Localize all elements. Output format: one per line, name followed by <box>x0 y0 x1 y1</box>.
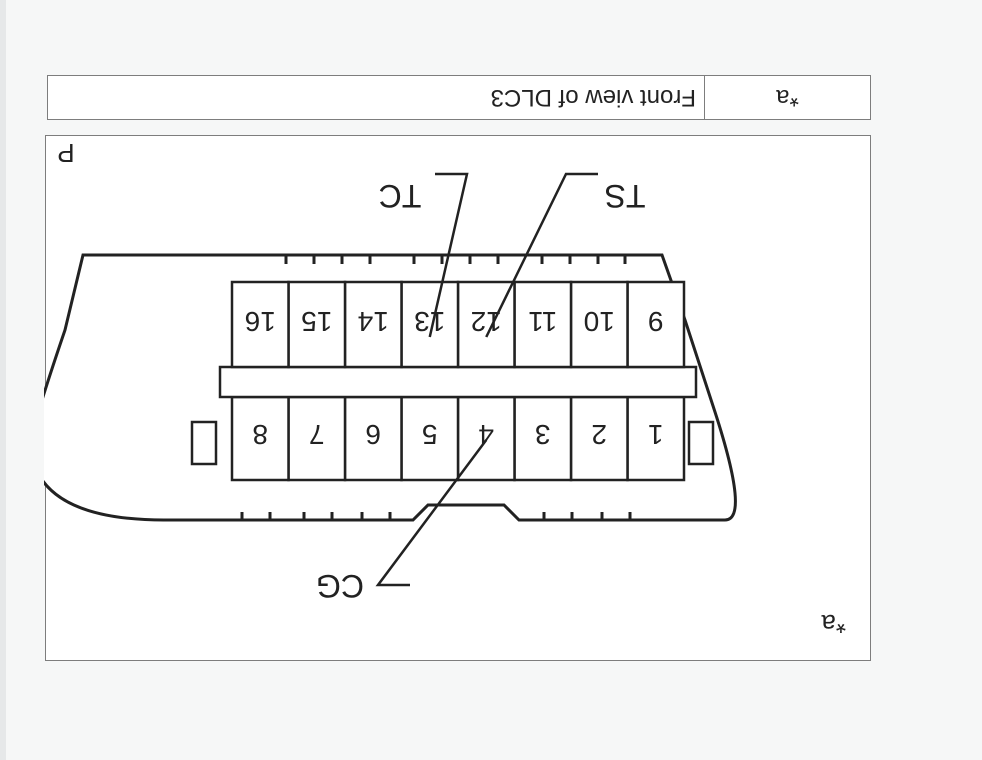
pin-number-14: 14 <box>358 306 389 337</box>
pin-cell-2 <box>569 395 629 482</box>
pin-number-8: 8 <box>252 419 268 450</box>
terminal-label-tc: TC <box>379 178 422 214</box>
pin-cell-8 <box>230 395 290 482</box>
connector-notches-top <box>240 512 632 520</box>
terminal-tc: TC <box>379 172 469 338</box>
pin-cell-1 <box>626 395 686 482</box>
pin-number-16: 16 <box>245 306 276 337</box>
leader-line-tc <box>428 172 469 338</box>
callout-marker: *a <box>821 609 846 639</box>
right-latch <box>190 420 218 466</box>
pin-cell-16 <box>230 280 290 369</box>
pin-number-7: 7 <box>309 419 325 450</box>
left-latch <box>687 420 715 466</box>
legend-key: *a <box>704 75 871 120</box>
leader-line-cg <box>375 439 488 587</box>
pin-cell-10 <box>569 280 629 369</box>
pin-row-divider <box>218 365 698 399</box>
pin-cell-11 <box>513 280 573 369</box>
legend-table: *a Front view of DLC3 <box>47 75 871 120</box>
page-edge <box>0 0 6 760</box>
terminal-label-ts: TS <box>605 178 646 214</box>
pin-number-1: 1 <box>648 419 664 450</box>
leader-line-ts <box>485 172 598 338</box>
pin-number-12: 12 <box>471 306 502 337</box>
pin-row-top: 1 2 3 4 5 6 7 8 <box>230 395 686 482</box>
legend-description: Front view of DLC3 <box>47 75 705 120</box>
pin-cell-14 <box>343 280 403 369</box>
pin-number-9: 9 <box>648 306 664 337</box>
terminal-label-cg: CG <box>316 568 364 604</box>
terminal-leaders: CG TC TS <box>316 172 646 604</box>
pin-number-2: 2 <box>591 419 607 450</box>
pin-number-10: 10 <box>584 306 615 337</box>
pin-number-3: 3 <box>535 419 551 450</box>
terminal-ts: TS <box>485 172 646 338</box>
pin-cell-15 <box>287 280 347 369</box>
corner-letter: P <box>57 138 74 168</box>
connector-notches-bottom <box>284 255 627 264</box>
pin-cell-9 <box>626 280 686 369</box>
pin-number-5: 5 <box>422 419 438 450</box>
pin-number-6: 6 <box>365 419 381 450</box>
legend-row: *a Front view of DLC3 <box>47 75 871 120</box>
pin-number-4: 4 <box>478 419 494 450</box>
pin-number-11: 11 <box>528 306 557 337</box>
terminal-cg: CG <box>316 439 488 604</box>
pin-number-15: 15 <box>301 306 332 337</box>
